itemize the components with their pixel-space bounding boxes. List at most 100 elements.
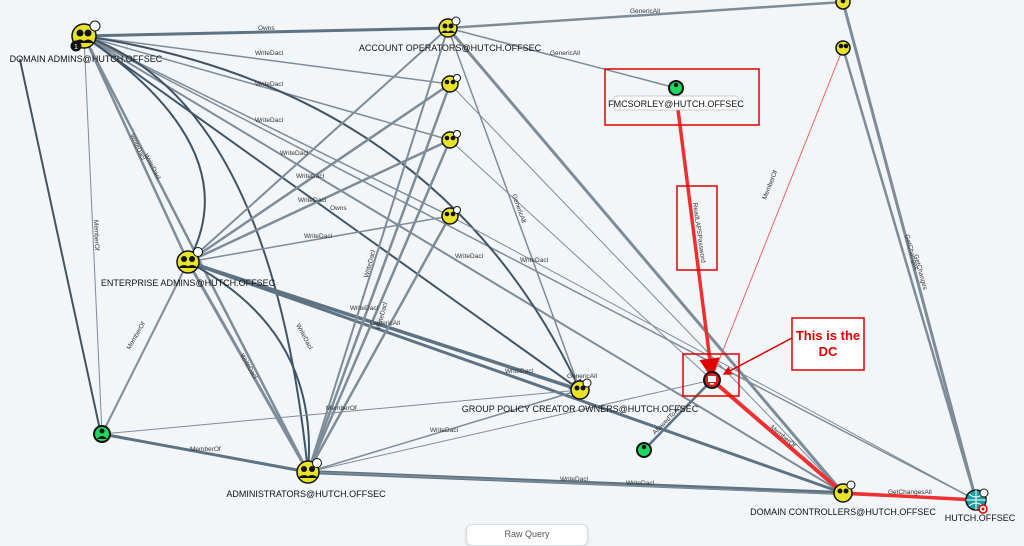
- node-group[interactable]: [835, 40, 851, 56]
- edge[interactable]: [83, 35, 582, 392]
- edge-label: GenericAll: [550, 50, 581, 57]
- edge[interactable]: [187, 215, 451, 263]
- edge[interactable]: [446, 26, 845, 495]
- edge-label: GenericAll: [630, 8, 661, 15]
- callout-box: [791, 317, 865, 371]
- node-group[interactable]: [441, 206, 461, 225]
- annotations: This is the DC: [604, 68, 865, 397]
- node-gpo-creators[interactable]: GROUP POLICY CREATOR OWNERS@HUTCH.OFFSEC: [462, 378, 699, 414]
- edge[interactable]: [306, 138, 452, 474]
- node-dc-computer[interactable]: [703, 371, 721, 389]
- edge[interactable]: [83, 35, 451, 85]
- edge-thin-red[interactable]: [711, 47, 844, 379]
- node-domain[interactable]: HUTCH.OFFSEC: [945, 488, 1016, 523]
- edge-label: Owns: [258, 25, 275, 32]
- edge[interactable]: [449, 139, 713, 381]
- edge-getchangesall[interactable]: [841, 491, 978, 502]
- node-administrators[interactable]: ADMINISTRATORS@HUTCH.OFFSEC: [226, 458, 386, 500]
- node-group[interactable]: [441, 74, 461, 93]
- callout-text-line2: DC: [819, 344, 838, 359]
- edge[interactable]: [841, 46, 978, 502]
- group-icon: [76, 29, 84, 37]
- edge[interactable]: [307, 27, 449, 473]
- edge[interactable]: [307, 389, 581, 473]
- edges: [19, 0, 978, 502]
- edge-label: WriteDacl: [560, 476, 589, 483]
- edge[interactable]: [447, 27, 677, 89]
- edge-label: WriteDacl: [296, 173, 325, 180]
- node-domain-controllers[interactable]: DOMAIN CONTROLLERS@HUTCH.OFFSEC: [750, 480, 936, 517]
- edge-label: WriteDacl: [455, 253, 484, 260]
- edge[interactable]: [841, 0, 978, 502]
- edge-label: WriteDacl: [255, 50, 284, 57]
- edge-label: WriteDacl: [255, 117, 284, 124]
- node-fmcsorley[interactable]: FMCSORLEY@HUTCH.OFFSEC: [608, 80, 744, 111]
- edge[interactable]: [186, 82, 452, 264]
- node-label: DOMAIN CONTROLLERS@HUTCH.OFFSEC: [750, 507, 936, 517]
- edge[interactable]: [83, 35, 206, 263]
- edge-label: WriteDacl: [520, 257, 549, 264]
- edge[interactable]: [83, 35, 309, 473]
- edge[interactable]: [101, 261, 189, 435]
- edge-label: WriteDacl: [505, 368, 534, 375]
- edge[interactable]: [100, 432, 310, 474]
- edge[interactable]: [446, 0, 845, 30]
- node-enterprise-admins[interactable]: ENTERPRISE ADMINS@HUTCH.OFFSEC: [101, 247, 276, 289]
- node-label: DOMAIN ADMINS@HUTCH.OFFSEC: [10, 54, 163, 64]
- edge[interactable]: [83, 35, 451, 141]
- group-icon: [444, 79, 450, 85]
- group-icon: [301, 466, 307, 472]
- raw-query-button[interactable]: Raw Query: [466, 524, 588, 546]
- edge-memberof-dc[interactable]: [710, 378, 845, 495]
- edge-label: WriteDacl: [363, 249, 377, 278]
- node-user[interactable]: [636, 442, 652, 458]
- edge[interactable]: [19, 59, 101, 431]
- edge[interactable]: [83, 35, 977, 501]
- group-icon: [837, 488, 843, 494]
- node-group[interactable]: [441, 130, 461, 149]
- node-badge: 1: [74, 44, 78, 51]
- callout-text-line1: This is the: [796, 328, 860, 343]
- edge-label: WriteDacl: [430, 427, 459, 434]
- user-icon: [99, 428, 105, 434]
- node-label: ENTERPRISE ADMINS@HUTCH.OFFSEC: [101, 278, 276, 288]
- edge[interactable]: [83, 35, 451, 217]
- node-domain-admins[interactable]: 1 DOMAIN ADMINS@HUTCH.OFFSEC: [10, 20, 163, 64]
- edge-label: WriteDacl: [626, 480, 655, 487]
- highlight-box-user: [604, 68, 760, 126]
- graph-canvas[interactable]: Owns WriteDacl WriteDacl WriteDacl Write…: [0, 0, 1024, 534]
- edge-label: MemberOf: [126, 321, 148, 351]
- user-icon: [641, 444, 647, 450]
- node-group[interactable]: [835, 0, 851, 10]
- node-label: HUTCH.OFFSEC: [945, 513, 1016, 523]
- edge[interactable]: [83, 35, 582, 392]
- edge-labels: Owns WriteDacl WriteDacl WriteDacl Write…: [92, 8, 932, 496]
- group-icon: [444, 211, 450, 217]
- edge[interactable]: [187, 27, 449, 263]
- edge[interactable]: [186, 260, 845, 495]
- edge-label: MemberOf: [190, 446, 221, 453]
- edge-label: WriteDacl: [255, 81, 284, 88]
- edge[interactable]: [306, 82, 452, 474]
- edge[interactable]: [101, 389, 581, 435]
- callout-arrow: [722, 337, 793, 375]
- node-user[interactable]: [93, 425, 111, 443]
- edge[interactable]: [186, 260, 310, 474]
- edge-label: WriteDacl: [298, 197, 327, 204]
- node-account-operators[interactable]: ACCOUNT OPERATORS@HUTCH.OFFSEC: [359, 16, 542, 53]
- edge[interactable]: [306, 214, 452, 474]
- edge[interactable]: [642, 378, 714, 452]
- edge[interactable]: [187, 261, 310, 473]
- edge-label: WriteDacl: [350, 305, 379, 312]
- edge[interactable]: [186, 260, 582, 392]
- edge[interactable]: [449, 83, 844, 494]
- edge[interactable]: [82, 26, 450, 38]
- group-icon: [840, 0, 846, 4]
- group-icon: [574, 385, 580, 391]
- edge[interactable]: [83, 35, 844, 494]
- edge[interactable]: [83, 35, 103, 435]
- edge-readlaps[interactable]: [674, 92, 721, 380]
- edge[interactable]: [307, 379, 713, 473]
- edge[interactable]: [447, 27, 581, 391]
- edge[interactable]: [82, 34, 190, 264]
